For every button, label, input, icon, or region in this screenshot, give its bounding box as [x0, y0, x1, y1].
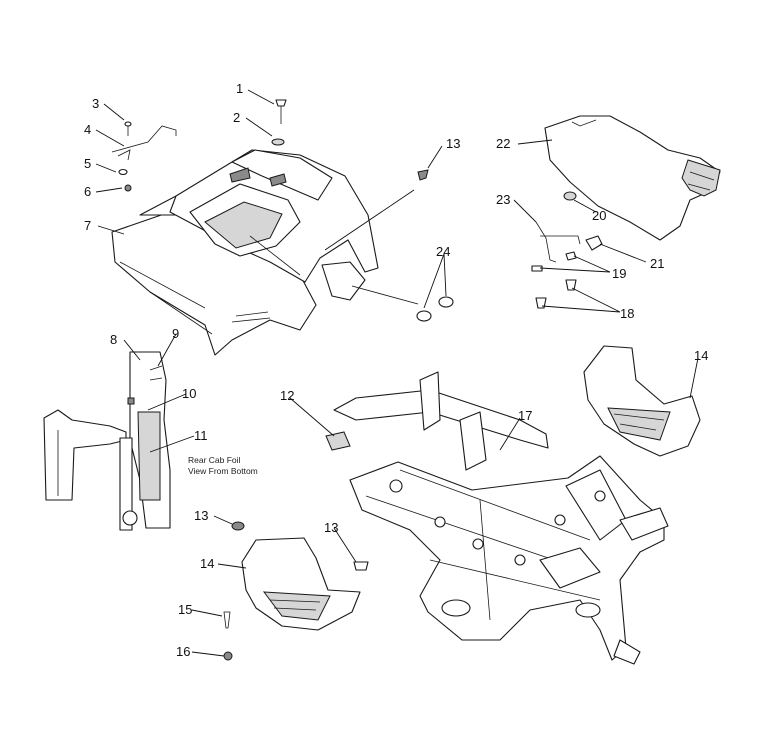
rear-cab-foil-view	[43, 351, 171, 531]
push-rivet-upper	[417, 169, 429, 181]
callout-16: 16	[176, 644, 190, 659]
callout-1: 1	[236, 81, 243, 96]
callout-2: 2	[233, 110, 240, 125]
push-rivet-right	[353, 561, 369, 571]
seat	[544, 115, 721, 241]
rear-cab	[111, 149, 379, 356]
callout-12: 12	[280, 388, 294, 403]
seat-latch	[531, 221, 603, 309]
callout-3: 3	[92, 96, 99, 111]
callouts: 1 2 3 4 5 6 7 13 22 23 20 21 24 19 18 8 …	[84, 81, 708, 659]
callout-8: 8	[110, 332, 117, 347]
callout-9: 9	[172, 326, 179, 341]
callout-21: 21	[650, 256, 664, 271]
footwell-right	[583, 345, 701, 457]
callout-15: 15	[178, 602, 192, 617]
view-from-bottom-note: View From Bottom	[188, 466, 258, 476]
callout-22: 22	[496, 136, 510, 151]
callout-11: 11	[194, 428, 208, 443]
callout-14-lower: 14	[200, 556, 214, 571]
callout-4: 4	[84, 122, 91, 137]
callout-7: 7	[84, 218, 91, 233]
callout-5: 5	[84, 156, 91, 171]
callout-24: 24	[436, 244, 450, 259]
callout-14-upper: 14	[694, 348, 708, 363]
callout-10: 10	[182, 386, 196, 401]
decal-label	[325, 431, 351, 451]
pin	[223, 611, 231, 629]
callout-13-right: 13	[324, 520, 338, 535]
leader-lines	[95, 89, 699, 657]
frame	[333, 371, 669, 665]
callout-19: 19	[612, 266, 626, 281]
callout-23: 23	[496, 192, 510, 207]
callout-13-upper: 13	[446, 136, 460, 151]
callout-6: 6	[84, 184, 91, 199]
push-rivet-left	[231, 521, 245, 531]
callout-20: 20	[592, 208, 606, 223]
grommets	[416, 296, 454, 322]
fastener-hardware	[111, 99, 287, 192]
rear-cab-foil-note: Rear Cab Foil	[188, 455, 241, 465]
footwell-left	[241, 537, 361, 631]
nut	[223, 651, 233, 661]
callout-13-left: 13	[194, 508, 208, 523]
callout-18: 18	[620, 306, 634, 321]
callout-17: 17	[518, 408, 532, 423]
